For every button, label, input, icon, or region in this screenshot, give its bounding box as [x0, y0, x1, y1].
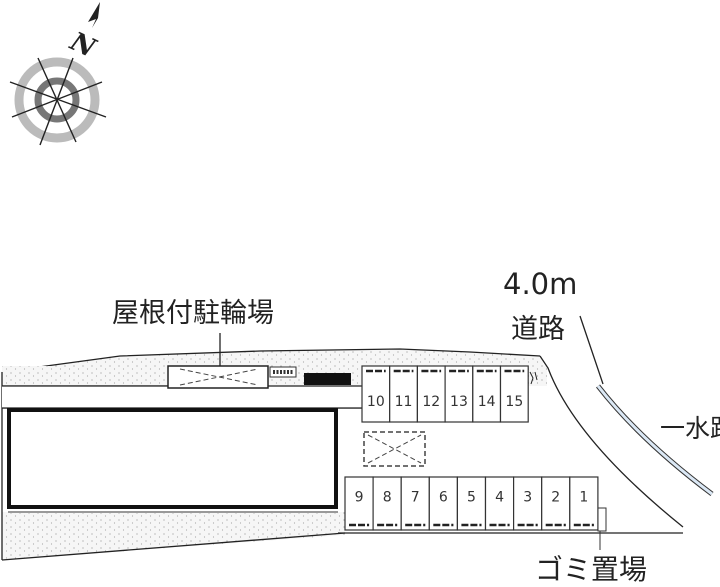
parking-space-2 — [541, 476, 571, 531]
parking-space-number: 4 — [495, 490, 504, 506]
waterway — [596, 384, 714, 496]
parking-space-number: 8 — [383, 490, 392, 506]
parking-space-number: 14 — [478, 394, 496, 410]
parking-space-12 — [416, 365, 446, 423]
parking-space-number: 2 — [551, 490, 560, 506]
parking-space-1 — [569, 476, 599, 531]
parking-space-4 — [484, 476, 515, 531]
compass-icon — [9, 2, 107, 146]
road-width-label: 4.0m — [503, 267, 578, 301]
parking-space-number: 12 — [422, 394, 440, 410]
meter-box — [269, 366, 297, 378]
parking-space-number: 15 — [505, 394, 523, 410]
parking-space-7 — [400, 476, 430, 531]
empty-space — [363, 431, 426, 467]
ground-bottom — [2, 512, 345, 560]
bicycle-parking-label: 屋根付駐輪場 — [112, 298, 274, 329]
parking-space-8 — [372, 476, 402, 531]
parking-space-9 — [344, 476, 374, 531]
north-label: N — [65, 26, 101, 64]
bicycle-parking — [167, 333, 269, 389]
parking-space-number: 6 — [439, 490, 448, 506]
road-edge — [539, 355, 684, 528]
parking-space-10 — [361, 365, 391, 423]
parking-space-number: 5 — [467, 490, 476, 506]
parking-space-number: 9 — [355, 490, 364, 506]
parking-space-5 — [456, 476, 487, 531]
parking-space-number: 3 — [523, 490, 532, 506]
parking-space-number: 1 — [579, 490, 588, 506]
parking-space-11 — [389, 365, 419, 423]
parking-space-number: 7 — [411, 490, 420, 506]
parking-space-15 — [499, 365, 529, 423]
garbage-area — [597, 507, 607, 532]
building — [7, 408, 338, 509]
black-block — [304, 373, 351, 385]
parking-space-number: 11 — [395, 394, 413, 410]
waterway-label: 一水路 — [660, 414, 720, 443]
road-label: 道路 — [511, 314, 565, 345]
garbage-label: ゴミ置場 — [535, 553, 648, 586]
parking-space-14 — [472, 365, 502, 423]
parking-space-number: 13 — [450, 394, 468, 410]
parking-space-number: 10 — [367, 394, 385, 410]
